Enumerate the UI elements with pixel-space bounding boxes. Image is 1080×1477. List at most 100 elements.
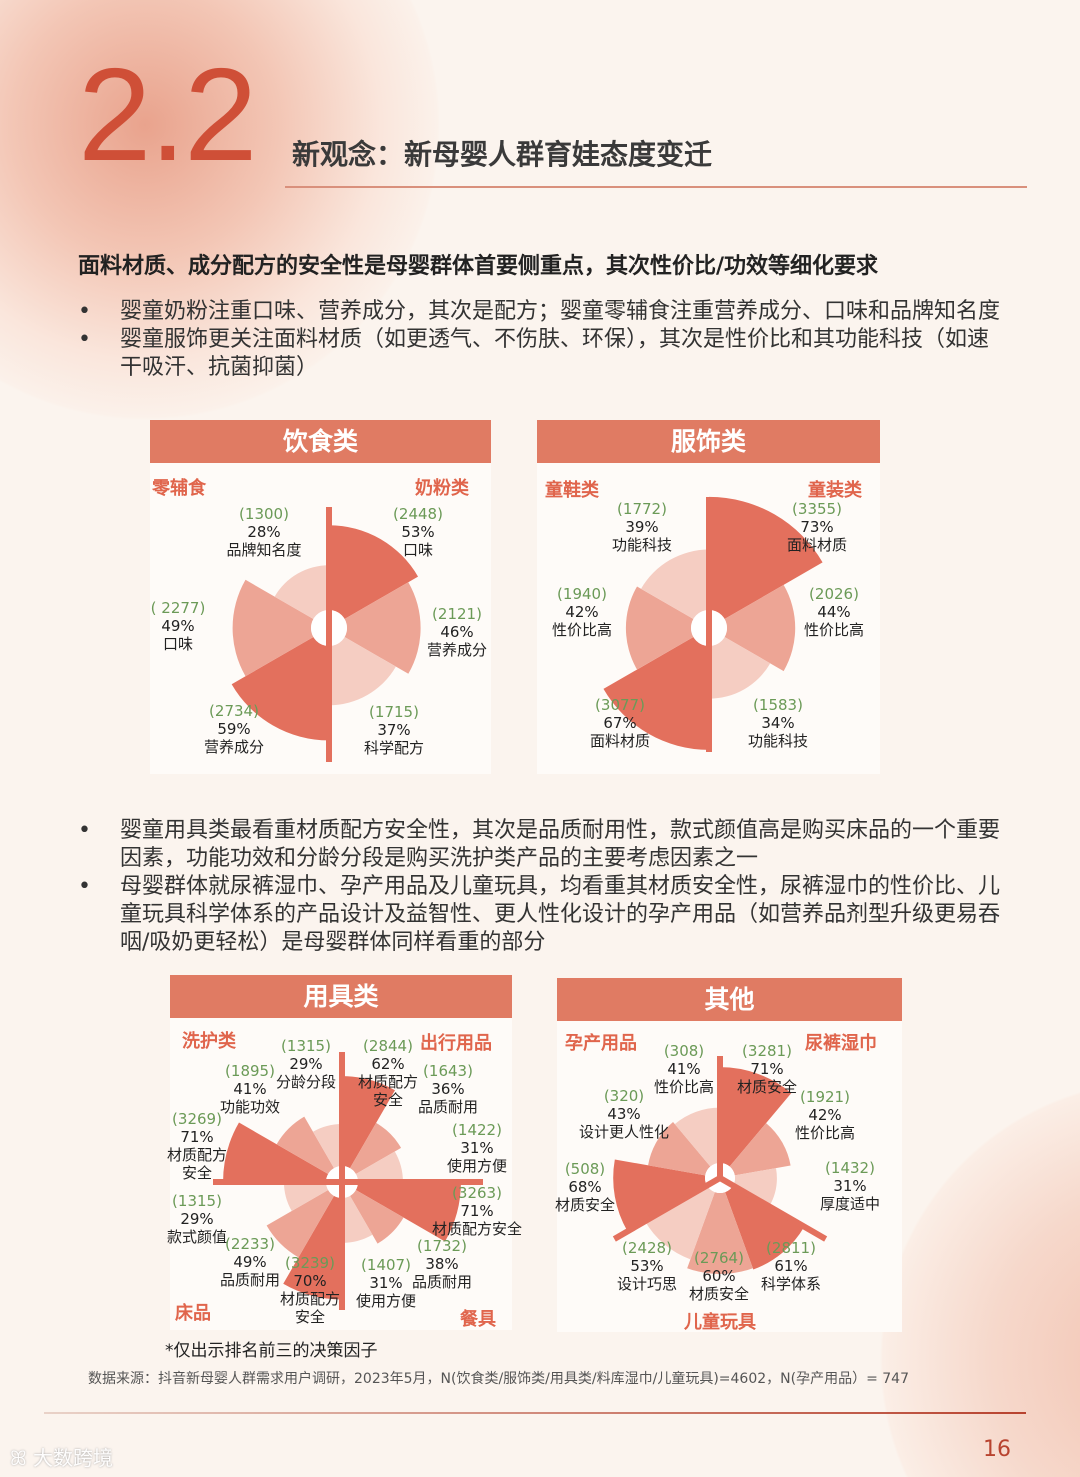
- factor-label: 材质安全: [688, 1285, 750, 1303]
- group-label: 出行用品: [420, 1033, 492, 1054]
- count-label: ( 2277): [150, 599, 206, 617]
- factor-label: 营养成分: [203, 738, 265, 756]
- factor-label: 功能科技: [747, 732, 809, 750]
- group-label: 零辅食: [152, 478, 206, 499]
- data-label: (1921)42%性价比高: [795, 1088, 855, 1142]
- data-source: 数据来源：抖音新母婴人群需求用户调研，2023年5月，N(饮食类/服饰类/用具类…: [88, 1371, 909, 1387]
- rose-sector: [613, 1159, 708, 1232]
- data-label: (3077)67%面料材质: [590, 696, 650, 750]
- count-label: (1921): [800, 1088, 850, 1106]
- rose-sector: [342, 1076, 395, 1169]
- count-label: (3269): [172, 1110, 222, 1128]
- group-divider-line: [612, 1175, 722, 1242]
- rose-sector: [355, 1182, 461, 1242]
- rose-sector: [342, 1195, 373, 1243]
- percent-label: 71%: [750, 1060, 784, 1078]
- factor-label: 性价比高: [551, 621, 613, 639]
- percent-label: 70%: [293, 1272, 327, 1290]
- data-label: (1432)31%厚度适中: [820, 1159, 880, 1213]
- percent-label: 60%: [702, 1267, 736, 1285]
- group-label: 孕产用品: [565, 1033, 637, 1054]
- headline: 面料材质、成分配方的安全性是母婴群体首要侧重点，其次性价比/功效等细化要求: [78, 254, 879, 279]
- count-label: (2121): [432, 605, 482, 623]
- factor-label: 性价比高: [653, 1078, 715, 1096]
- count-label: (2428): [622, 1239, 672, 1257]
- percent-label: 53%: [630, 1257, 664, 1275]
- count-label: (1422): [452, 1121, 502, 1139]
- factor-label: 使用方便: [446, 1157, 508, 1175]
- rose-sector: [732, 1168, 777, 1207]
- percent-label: 34%: [761, 714, 795, 732]
- percent-label: 71%: [180, 1128, 214, 1146]
- group-label: 餐具: [460, 1309, 496, 1330]
- rose-sector: [674, 1107, 720, 1167]
- percent-label: 29%: [289, 1055, 323, 1073]
- factor-label: 材质安全: [736, 1078, 798, 1096]
- data-label: (2811)61%科学体系: [761, 1239, 821, 1293]
- factor-label: 面料材质: [589, 732, 651, 750]
- percent-label: 41%: [667, 1060, 701, 1078]
- count-label: (2233): [225, 1235, 275, 1253]
- factor-label: 性价比高: [794, 1124, 856, 1142]
- data-label: (508)68%材质安全: [555, 1160, 615, 1214]
- count-label: (1643): [423, 1062, 473, 1080]
- factor-label: 科学体系: [760, 1275, 822, 1293]
- factor-label: 材质安全: [554, 1196, 616, 1214]
- rose-sector: [266, 1190, 334, 1258]
- rose-sector: [603, 637, 709, 750]
- rose-sector: [329, 525, 419, 619]
- count-label: (1407): [361, 1256, 411, 1274]
- count-label: (3239): [285, 1254, 335, 1272]
- watermark-text: 大数跨境: [33, 1446, 113, 1470]
- percent-label: 41%: [233, 1080, 267, 1098]
- count-label: (2764): [694, 1249, 744, 1267]
- group-label: 尿裤湿巾: [805, 1033, 877, 1054]
- data-label: (1583)34%功能科技: [748, 696, 808, 750]
- data-label: (3263)71%材质配方安全: [432, 1184, 522, 1238]
- bullet-list-bottom: •婴童用具类最看重材质配方安全性，其次是品质耐用性，款式颜值高是购买床品的一个重…: [78, 817, 1008, 957]
- bullet-text: 婴童服饰更关注面料材质（如更透气、不伤肤、环保），其次是性价比和其功能科技（如速…: [120, 327, 990, 380]
- percent-label: 31%: [460, 1139, 494, 1157]
- bullet-list-top: •婴童奶粉注重口味、营养成分，其次是配方；婴童零辅食注重营养成分、口味和品牌知名…: [78, 298, 1008, 382]
- percent-label: 42%: [808, 1106, 842, 1124]
- data-label: (2764)60%材质安全: [689, 1249, 749, 1303]
- data-label: (1715)37%科学配方: [364, 703, 424, 757]
- factor-label: 分龄分段: [275, 1073, 337, 1091]
- count-label: (308): [663, 1042, 705, 1060]
- bullet-text: 婴童奶粉注重口味、营养成分，其次是配方；婴童零辅食注重营养成分、口味和品牌知名度: [120, 299, 1001, 324]
- count-label: (2448): [393, 505, 443, 523]
- count-label: (1732): [417, 1237, 467, 1255]
- rose-sector: [641, 549, 709, 619]
- percent-label: 59%: [217, 720, 251, 738]
- data-label: (3269)71%材质配方 安全: [167, 1110, 227, 1182]
- factor-label: 科学配方: [363, 739, 425, 757]
- factor-label: 品质耐用: [219, 1271, 281, 1289]
- factor-label: 款式颜值: [166, 1228, 228, 1246]
- percent-label: 43%: [607, 1105, 641, 1123]
- factor-label: 营养成分: [426, 641, 488, 659]
- percent-label: 31%: [369, 1274, 403, 1292]
- bullet-item: •婴童用具类最看重材质配方安全性，其次是品质耐用性，款式颜值高是购买床品的一个重…: [78, 818, 1001, 871]
- data-label: (1940)42%性价比高: [552, 585, 612, 639]
- rose-sector: [223, 1122, 329, 1182]
- factor-label: 材质配方 安全: [357, 1073, 419, 1109]
- rose-sector: [645, 1185, 715, 1260]
- rose-sector: [312, 1123, 342, 1169]
- factor-label: 材质配方安全: [431, 1220, 523, 1238]
- percent-label: 67%: [603, 714, 637, 732]
- section-number: 2.2: [78, 41, 257, 188]
- bullet-item: •母婴群体就尿裤湿巾、孕产用品及儿童玩具，均看重其材质安全性，尿裤湿巾的性价比、…: [78, 874, 1001, 955]
- count-label: (3263): [452, 1184, 502, 1202]
- rose-sector: [276, 1116, 334, 1174]
- data-label: (1300)28%品牌知名度: [226, 505, 301, 559]
- count-label: (2844): [363, 1037, 413, 1055]
- group-label: 童鞋类: [545, 480, 599, 501]
- factor-label: 口味: [402, 541, 434, 559]
- rose-sector: [274, 565, 329, 619]
- data-label: (3239)70%材质配方 安全: [280, 1254, 340, 1326]
- percent-label: 61%: [774, 1257, 808, 1275]
- group-label: 奶粉类: [415, 478, 469, 499]
- rose-sector: [724, 584, 796, 672]
- factor-label: 功能功效: [219, 1098, 281, 1116]
